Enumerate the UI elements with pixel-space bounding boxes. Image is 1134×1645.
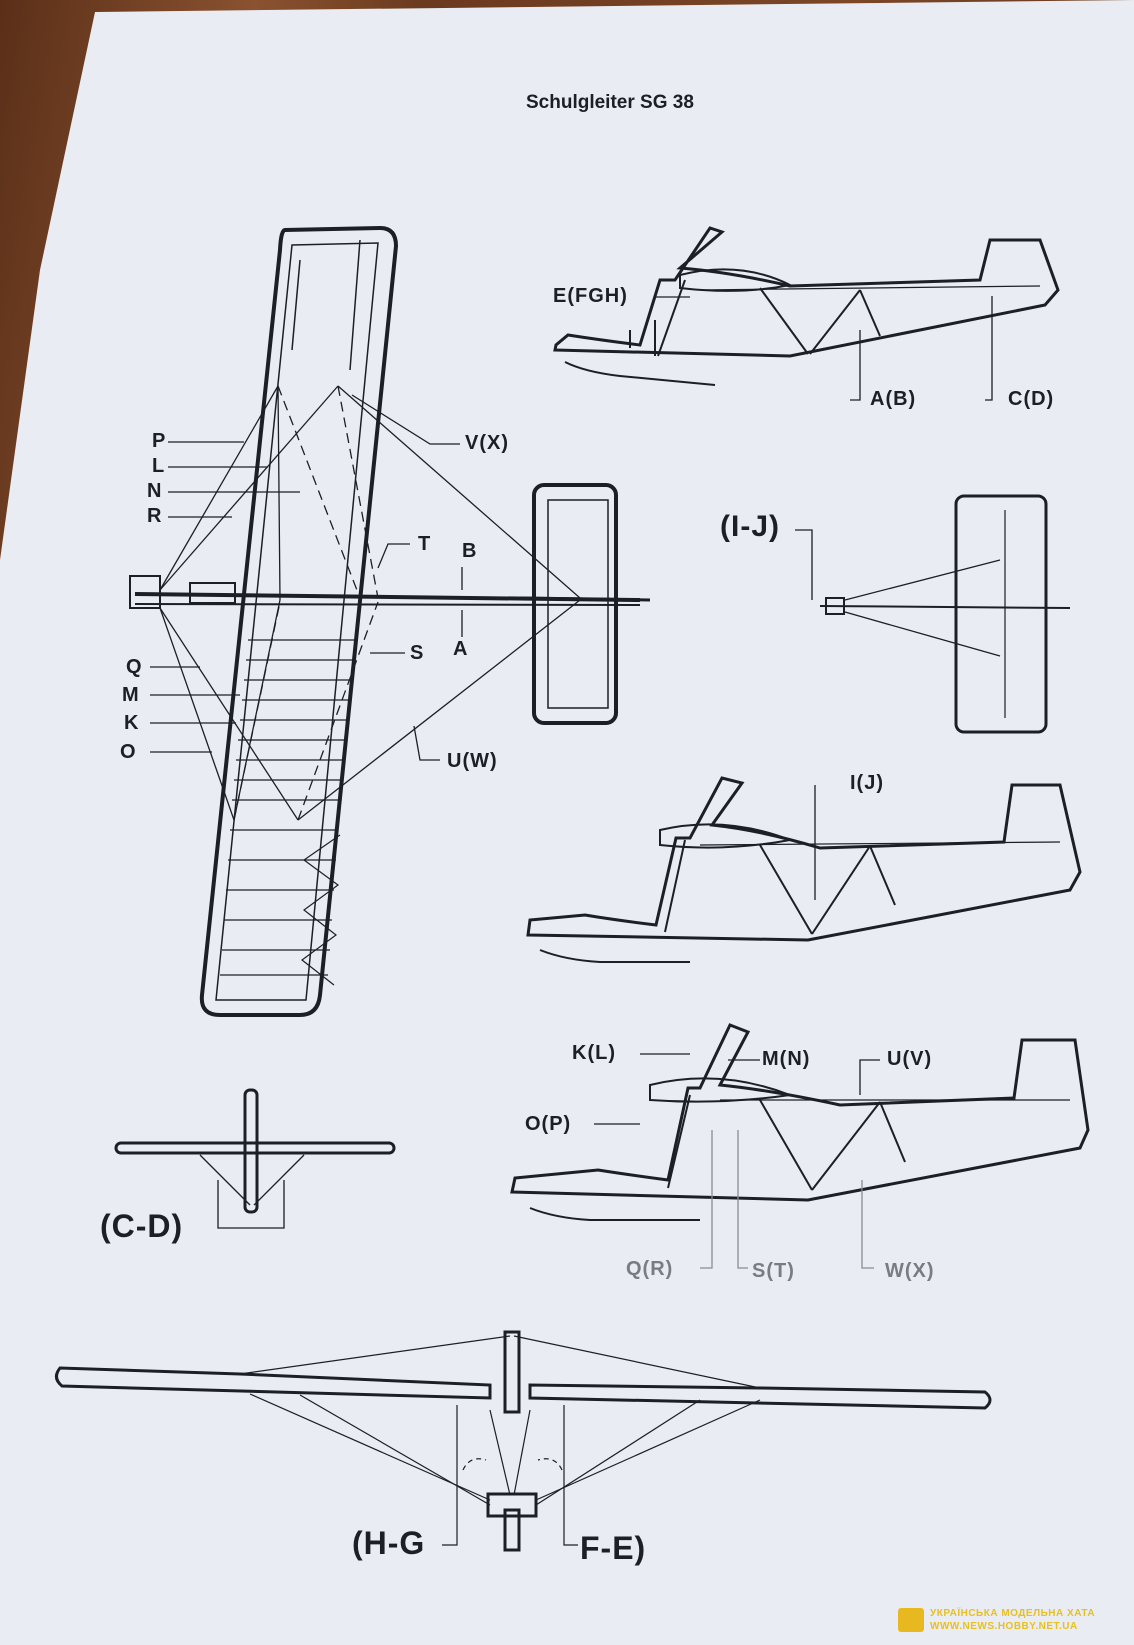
label-wx: W(X) xyxy=(885,1260,935,1282)
watermark-line1: УКРАЇНСЬКА МОДЕЛЬНА ХАТА xyxy=(930,1608,1096,1619)
plan-view-drawing xyxy=(129,225,651,1017)
tail-front-view-drawing xyxy=(114,1088,396,1229)
side-view-3-drawing xyxy=(510,1023,1090,1269)
label-n: N xyxy=(147,480,163,502)
label-qr: Q(R) xyxy=(626,1258,674,1280)
label-m: M xyxy=(122,684,140,706)
label-cd: C(D) xyxy=(1008,388,1055,410)
label-mn: M(N) xyxy=(762,1048,811,1070)
label-op: O(P) xyxy=(525,1113,572,1135)
watermark: УКРАЇНСЬКА МОДЕЛЬНА ХАТА WWW.NEWS.HOBBY.… xyxy=(930,1607,1130,1633)
label-ij-paren: (I-J) xyxy=(720,510,780,543)
label-q: Q xyxy=(126,656,143,678)
watermark-line2: WWW.NEWS.HOBBY.NET.UA xyxy=(930,1621,1078,1632)
label-r: R xyxy=(147,505,163,527)
label-o: O xyxy=(120,741,137,763)
label-s: S xyxy=(410,642,425,664)
page-title: Schulgleiter SG 38 xyxy=(526,92,694,113)
label-cd-paren: (C-D) xyxy=(100,1208,184,1244)
label-a: A xyxy=(453,638,469,660)
label-fe: F-E) xyxy=(580,1530,647,1566)
label-uv: U(V) xyxy=(887,1048,933,1070)
label-hg: (H-G xyxy=(352,1525,426,1561)
label-st: S(T) xyxy=(752,1260,795,1282)
label-kl: K(L) xyxy=(572,1042,616,1064)
label-ij: I(J) xyxy=(850,772,884,794)
label-t: T xyxy=(418,533,432,555)
side-view-2-drawing xyxy=(526,776,1082,963)
label-k: K xyxy=(124,712,140,734)
label-p: P xyxy=(152,430,167,452)
front-view-drawing xyxy=(55,1330,992,1552)
label-b: B xyxy=(462,540,478,562)
watermark-logo-icon xyxy=(898,1608,924,1632)
label-uw: U(W) xyxy=(447,750,498,772)
side-view-1-drawing xyxy=(553,226,1060,401)
label-ab: A(B) xyxy=(870,388,917,410)
label-l: L xyxy=(152,455,166,477)
tail-detail-drawing xyxy=(795,494,1071,734)
label-vx: V(X) xyxy=(465,432,509,454)
label-efgh: E(FGH) xyxy=(553,285,628,307)
